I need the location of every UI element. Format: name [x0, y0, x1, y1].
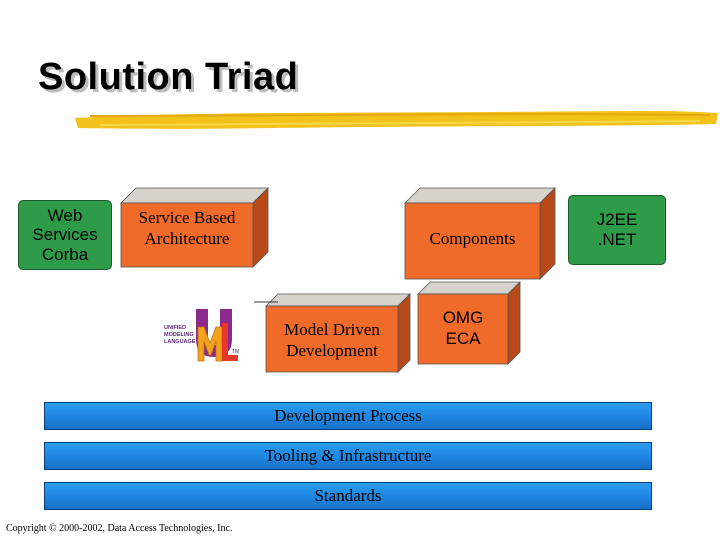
omg-eca-box: OMG ECA — [417, 281, 522, 366]
development-process-bar: Development Process — [44, 402, 652, 430]
web-services-corba-box: Web Services Corba — [18, 200, 112, 270]
model-driven-development-box: Model Driven Development — [254, 292, 414, 374]
j2ee-net-box: J2EE .NET — [568, 195, 666, 265]
model-driven-development-label: Model Driven Development — [284, 319, 380, 360]
uml-logo-icon: UNIFIED MODELING LANGUAGE TM — [160, 303, 244, 371]
omg-eca-label: OMG ECA — [442, 307, 484, 348]
components-label: Components — [429, 229, 516, 249]
svg-text:TM: TM — [232, 349, 239, 355]
tooling-infrastructure-bar: Tooling & Infrastructure — [44, 442, 652, 470]
copyright-notice: Copyright © 2000-2002, Data Access Techn… — [6, 523, 233, 534]
standards-bar: Standards — [44, 482, 652, 510]
service-based-architecture-box: Service Based Architecture — [120, 187, 271, 268]
title-underline-brush — [75, 111, 718, 129]
service-based-architecture-label: Service Based Architecture — [138, 207, 236, 248]
slide-title: Solution Triad — [38, 56, 299, 98]
web-services-corba-label: Web Services Corba — [32, 205, 98, 264]
svg-text:UNIFIED: UNIFIED — [164, 325, 186, 331]
svg-text:MODELING: MODELING — [164, 332, 194, 338]
standards-label: Standards — [314, 486, 382, 505]
tooling-infrastructure-label: Tooling & Infrastructure — [264, 446, 432, 465]
development-process-label: Development Process — [274, 406, 422, 425]
j2ee-net-label: J2EE .NET — [596, 210, 638, 249]
components-box: Components — [404, 187, 557, 280]
svg-text:LANGUAGE: LANGUAGE — [164, 339, 196, 345]
